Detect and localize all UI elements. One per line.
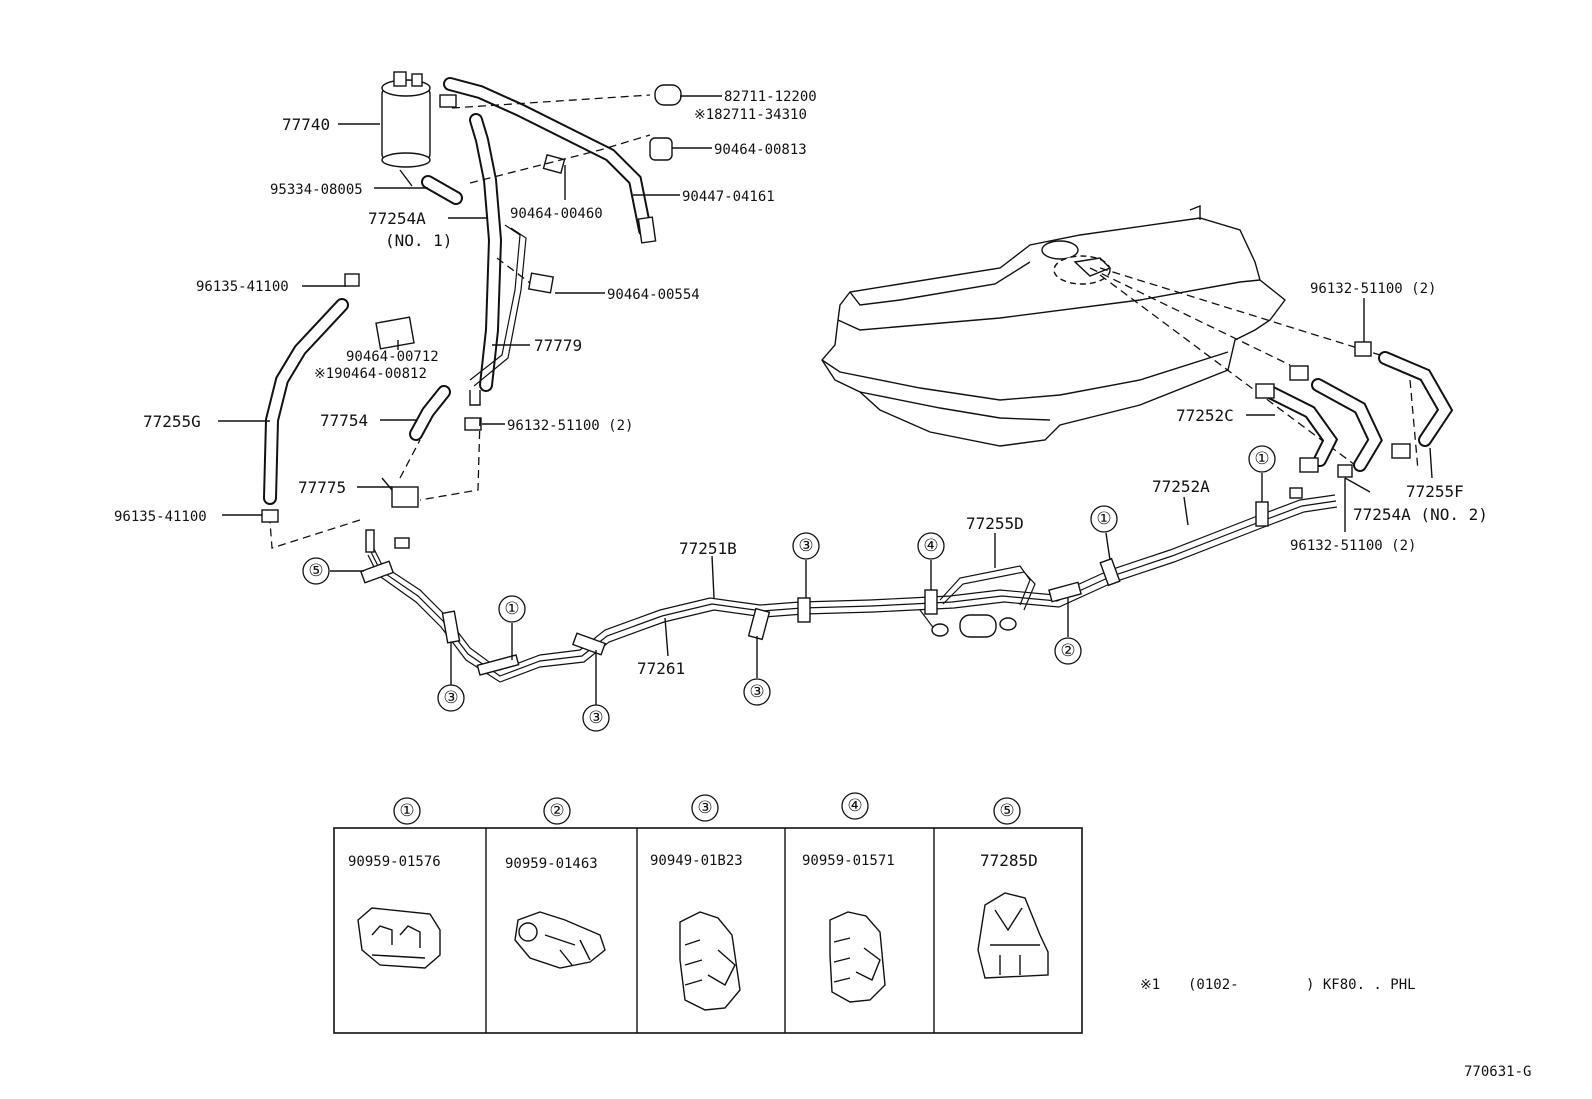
marker-5: ⑤	[302, 557, 330, 585]
svg-text:③: ③	[749, 682, 764, 702]
table-marker-2: ②	[549, 801, 564, 821]
label-96132-51100-left: 96132-51100 (2)	[507, 418, 633, 434]
svg-text:④: ④	[923, 536, 938, 556]
svg-text:①: ①	[1254, 449, 1269, 469]
svg-text:⑤: ⑤	[308, 561, 323, 581]
label-77252a: 77252A	[1152, 477, 1210, 496]
table-marker-1: ①	[399, 801, 414, 821]
clamp-96135-top	[344, 273, 360, 287]
table-part-2: 90959-01463	[505, 856, 598, 872]
marker-1-a: ①	[498, 595, 526, 623]
label-77754: 77754	[320, 411, 368, 430]
label-90464-00460: 90464-00460	[510, 206, 603, 222]
table-col-5: ⑤ 77285D	[977, 797, 1049, 979]
clamp-4-drawing	[829, 911, 886, 1003]
marker-3-a: ③	[437, 684, 465, 712]
label-96135-41100-top: 96135-41100	[196, 279, 289, 295]
marker-3-b: ③	[582, 704, 610, 732]
label-90447-04161: 90447-04161	[682, 189, 775, 205]
clamp-5-drawing	[977, 892, 1049, 979]
fuel-filter	[381, 71, 431, 187]
label-82711-12200: 82711-12200	[724, 89, 817, 105]
svg-text:①: ①	[1096, 509, 1111, 529]
label-77255g: 77255G	[143, 412, 201, 431]
clamp-3-drawing	[679, 911, 741, 1011]
label-90464-00712: 90464-00712	[346, 349, 439, 365]
clamp-96132-left	[464, 417, 482, 431]
label-77779: 77779	[534, 336, 582, 355]
label-96132-51100-right-top: 96132-51100 (2)	[1310, 281, 1436, 297]
clamp-96135-bottom	[261, 509, 279, 523]
table-part-1: 90959-01576	[348, 854, 441, 870]
table-col-4: ④ 90959-01571	[802, 792, 895, 1003]
marker-1-c: ①	[1248, 445, 1276, 473]
diagram-id: 770631-G	[1464, 1064, 1531, 1080]
label-77255f: 77255F	[1406, 482, 1464, 501]
marker-2: ②	[1054, 637, 1082, 665]
table-col-2: ② 90959-01463	[505, 797, 606, 969]
marker-3-d: ③	[792, 532, 820, 560]
pipe-77779	[469, 224, 527, 406]
label-77252c: 77252C	[1176, 406, 1234, 425]
marker-4: ④	[917, 532, 945, 560]
label-82711-34310: ※182711-34310	[694, 107, 807, 123]
hose-77754	[409, 385, 451, 441]
hose-90447	[443, 77, 657, 244]
table-col-3: ③ 90949-01B23	[650, 794, 743, 1011]
label-90464-00554: 90464-00554	[607, 287, 700, 303]
table-part-4: 90959-01571	[802, 853, 895, 869]
part-77775	[381, 477, 419, 508]
label-95334-08005: 95334-08005	[270, 182, 363, 198]
hoses-right	[1255, 341, 1454, 478]
table-col-1: ① 90959-01576	[348, 797, 441, 969]
hose-77255g	[263, 298, 349, 505]
clamp-table: ① 90959-01576 ② 90959-01463 ③ 90949-01B2…	[333, 792, 1083, 1034]
label-77254a-no2: 77254A (NO. 2)	[1353, 505, 1488, 524]
dashed-refs-top	[269, 94, 1419, 549]
bundle-clamps	[359, 501, 1269, 676]
label-96132-51100-right-bottom: 96132-51100 (2)	[1290, 538, 1416, 554]
label-77254a: 77254A	[368, 209, 426, 228]
fuel-tank	[821, 204, 1286, 447]
label-77255d: 77255D	[966, 514, 1024, 533]
hose-77254a-no1	[469, 113, 503, 392]
label-96135-41100-bottom: 96135-41100	[114, 509, 207, 525]
svg-text:③: ③	[588, 708, 603, 728]
table-marker-5: ⑤	[999, 801, 1014, 821]
label-77740: 77740	[282, 115, 330, 134]
table-part-5: 77285D	[980, 851, 1038, 870]
hose-95334	[421, 175, 463, 205]
label-77251b: 77251B	[679, 539, 737, 558]
footnote-text: (0102- ) KF80. . PHL	[1188, 977, 1416, 993]
table-part-3: 90949-01B23	[650, 853, 743, 869]
table-marker-3: ③	[697, 798, 712, 818]
clamp-2-drawing	[514, 911, 606, 969]
svg-text:①: ①	[504, 599, 519, 619]
clamp-1-drawing	[357, 907, 441, 969]
svg-text:③: ③	[798, 536, 813, 556]
label-77254a-no1: (NO. 1)	[385, 231, 452, 250]
label-77775: 77775	[298, 478, 346, 497]
table-marker-4: ④	[847, 796, 862, 816]
marker-3-c: ③	[743, 678, 771, 706]
label-90464-00813: 90464-00813	[714, 142, 807, 158]
marker-1-b: ①	[1090, 505, 1118, 533]
svg-text:②: ②	[1060, 641, 1075, 661]
label-77261: 77261	[637, 659, 685, 678]
label-90464-00812: ※190464-00812	[314, 366, 427, 382]
svg-text:③: ③	[443, 688, 458, 708]
footnote-mark: ※1	[1140, 977, 1160, 993]
clamp-group-top	[375, 84, 682, 350]
callout-labels: 82711-12200 ※182711-34310 77740 90464-00…	[114, 89, 1488, 678]
diagram-markers: ⑤ ③ ① ③ ③ ③ ④ ② ① ①	[302, 445, 1276, 732]
